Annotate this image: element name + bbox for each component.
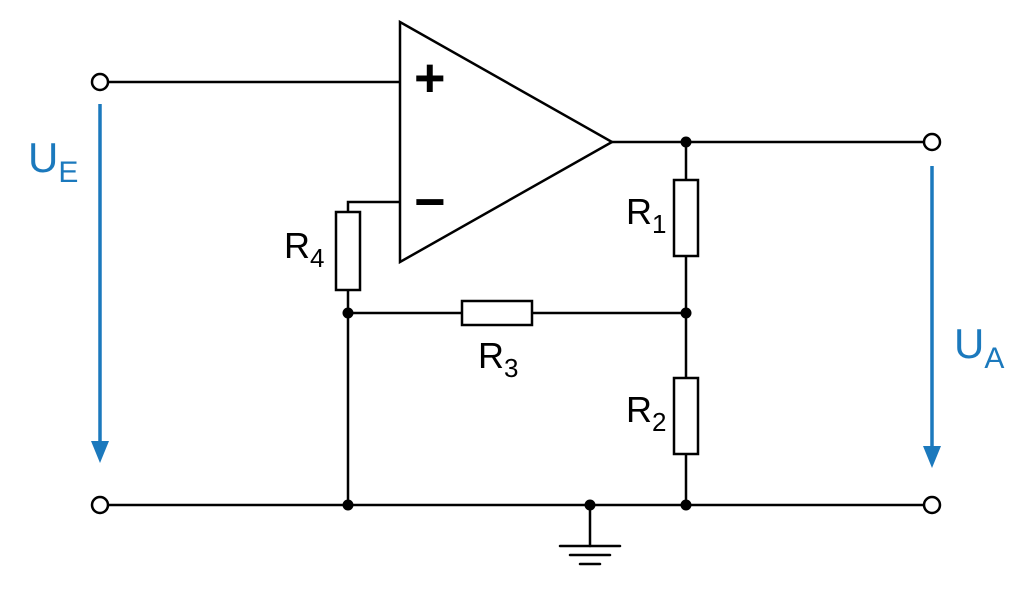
junction-dot — [584, 499, 596, 511]
ground-icon — [558, 503, 622, 566]
junction-dot — [680, 136, 692, 148]
output-voltage-label-base: U — [954, 320, 984, 367]
resistor-r1-body — [672, 178, 700, 258]
resistor-r3-body — [460, 299, 534, 327]
resistor-r2-label: R2 — [626, 389, 666, 437]
output-voltage-arrow-head — [923, 446, 941, 468]
input-voltage-label: UE — [28, 134, 78, 189]
resistor-r3-label-sub: 3 — [504, 353, 518, 383]
resistor-group — [334, 178, 700, 456]
junction-dot — [680, 499, 692, 511]
resistor-r4-label: R4 — [284, 225, 324, 273]
resistor-r4-body — [334, 210, 362, 292]
resistor-r1-label: R1 — [626, 191, 666, 239]
resistor-r2-label-sub: 2 — [652, 407, 666, 437]
input-voltage-label-base: U — [28, 134, 58, 181]
wire-minus-input-to-r4 — [346, 200, 402, 216]
opamp-minus-input-label: − — [414, 172, 446, 232]
terminals — [90, 72, 942, 515]
opamp-body — [398, 19, 615, 265]
resistor-r4-label-base: R — [284, 225, 310, 266]
resistor-r3-label: R3 — [478, 335, 518, 383]
opamp-plus-input-label: + — [414, 48, 446, 108]
junction-dot — [680, 307, 692, 319]
junction-dot — [342, 307, 354, 319]
terminal-input-bottom — [90, 495, 110, 515]
junction-dot — [342, 499, 354, 511]
terminal-input-top — [90, 72, 110, 92]
resistor-r3-label-base: R — [478, 335, 504, 376]
terminal-output-bottom — [922, 495, 942, 515]
input-voltage-arrow-head — [91, 441, 109, 463]
output-voltage-label: UA — [954, 320, 1004, 375]
resistor-r1-label-sub: 1 — [652, 209, 666, 239]
junction-dots — [342, 136, 692, 511]
output-voltage-label-sub: A — [984, 342, 1004, 375]
resistor-r2-label-base: R — [626, 389, 652, 430]
output-voltage-arrow — [923, 166, 941, 468]
input-voltage-label-sub: E — [58, 156, 78, 189]
resistor-r1-label-base: R — [626, 191, 652, 232]
input-voltage-arrow — [91, 104, 109, 463]
terminal-output-top — [922, 132, 942, 152]
resistor-r4-label-sub: 4 — [310, 243, 324, 273]
resistor-r2-body — [672, 376, 700, 456]
